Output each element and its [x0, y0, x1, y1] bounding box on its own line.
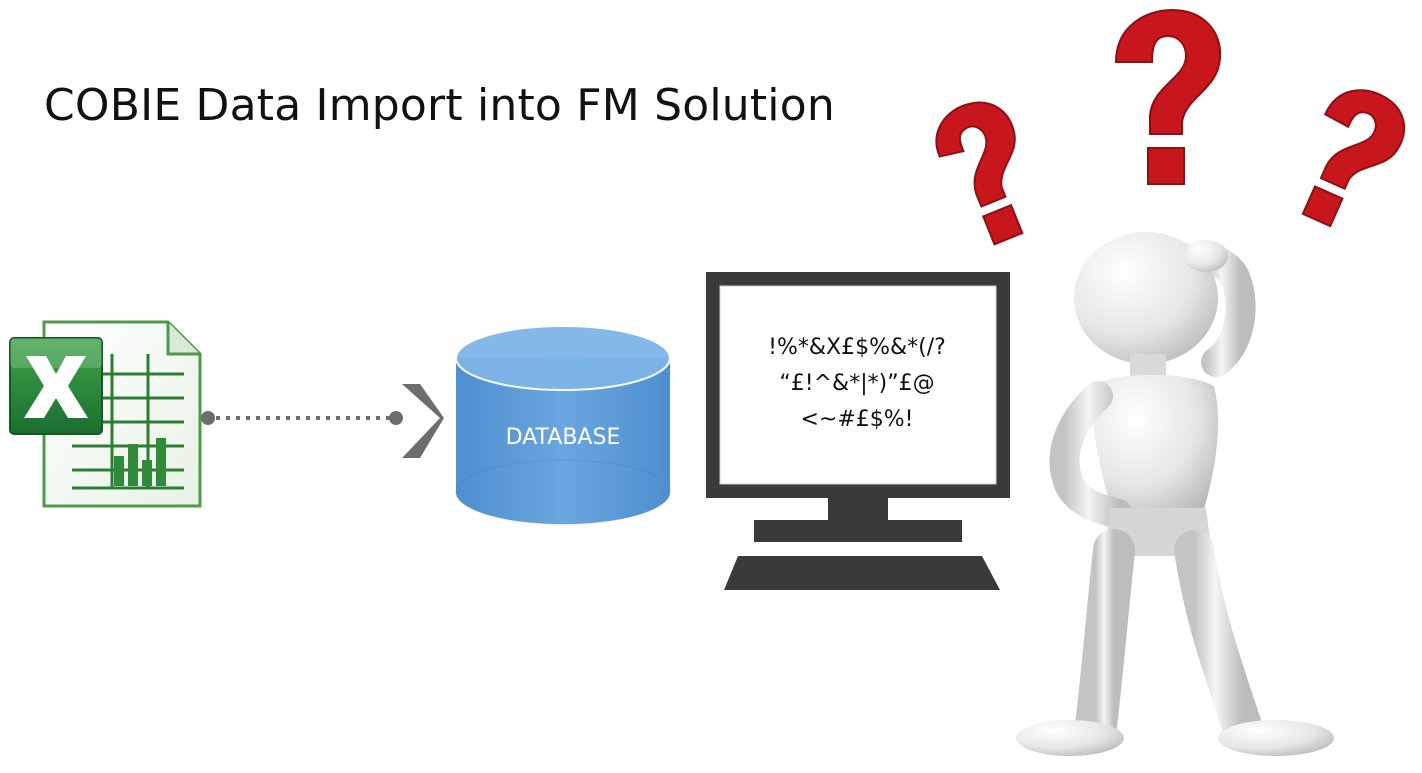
garbled-line: <~#£$%! [800, 407, 914, 432]
desktop-computer-icon [706, 272, 1010, 590]
connector-start-dot [201, 411, 215, 425]
question-mark-icon [935, 101, 1024, 246]
database-label: DATABASE [505, 425, 621, 450]
chevron-right-icon [402, 384, 444, 458]
confused-person-figure [1016, 232, 1334, 756]
question-mark-icon [1301, 89, 1405, 228]
connector-end-dot [389, 411, 403, 425]
question-mark-icon [1114, 8, 1222, 185]
dotted-arrow-connector [201, 384, 444, 458]
diagram-title: COBIE Data Import into FM Solution [44, 80, 835, 131]
database-cylinder-icon [455, 325, 671, 525]
garbled-line: “£!^&*|*)”£@ [779, 371, 935, 396]
excel-file-icon [9, 320, 202, 508]
garbled-data-text: !%*&X£$%&*(/? “£!^&*|*)”£@ <~#£$%! [722, 330, 992, 438]
garbled-line: !%*&X£$%&*(/? [768, 335, 946, 360]
